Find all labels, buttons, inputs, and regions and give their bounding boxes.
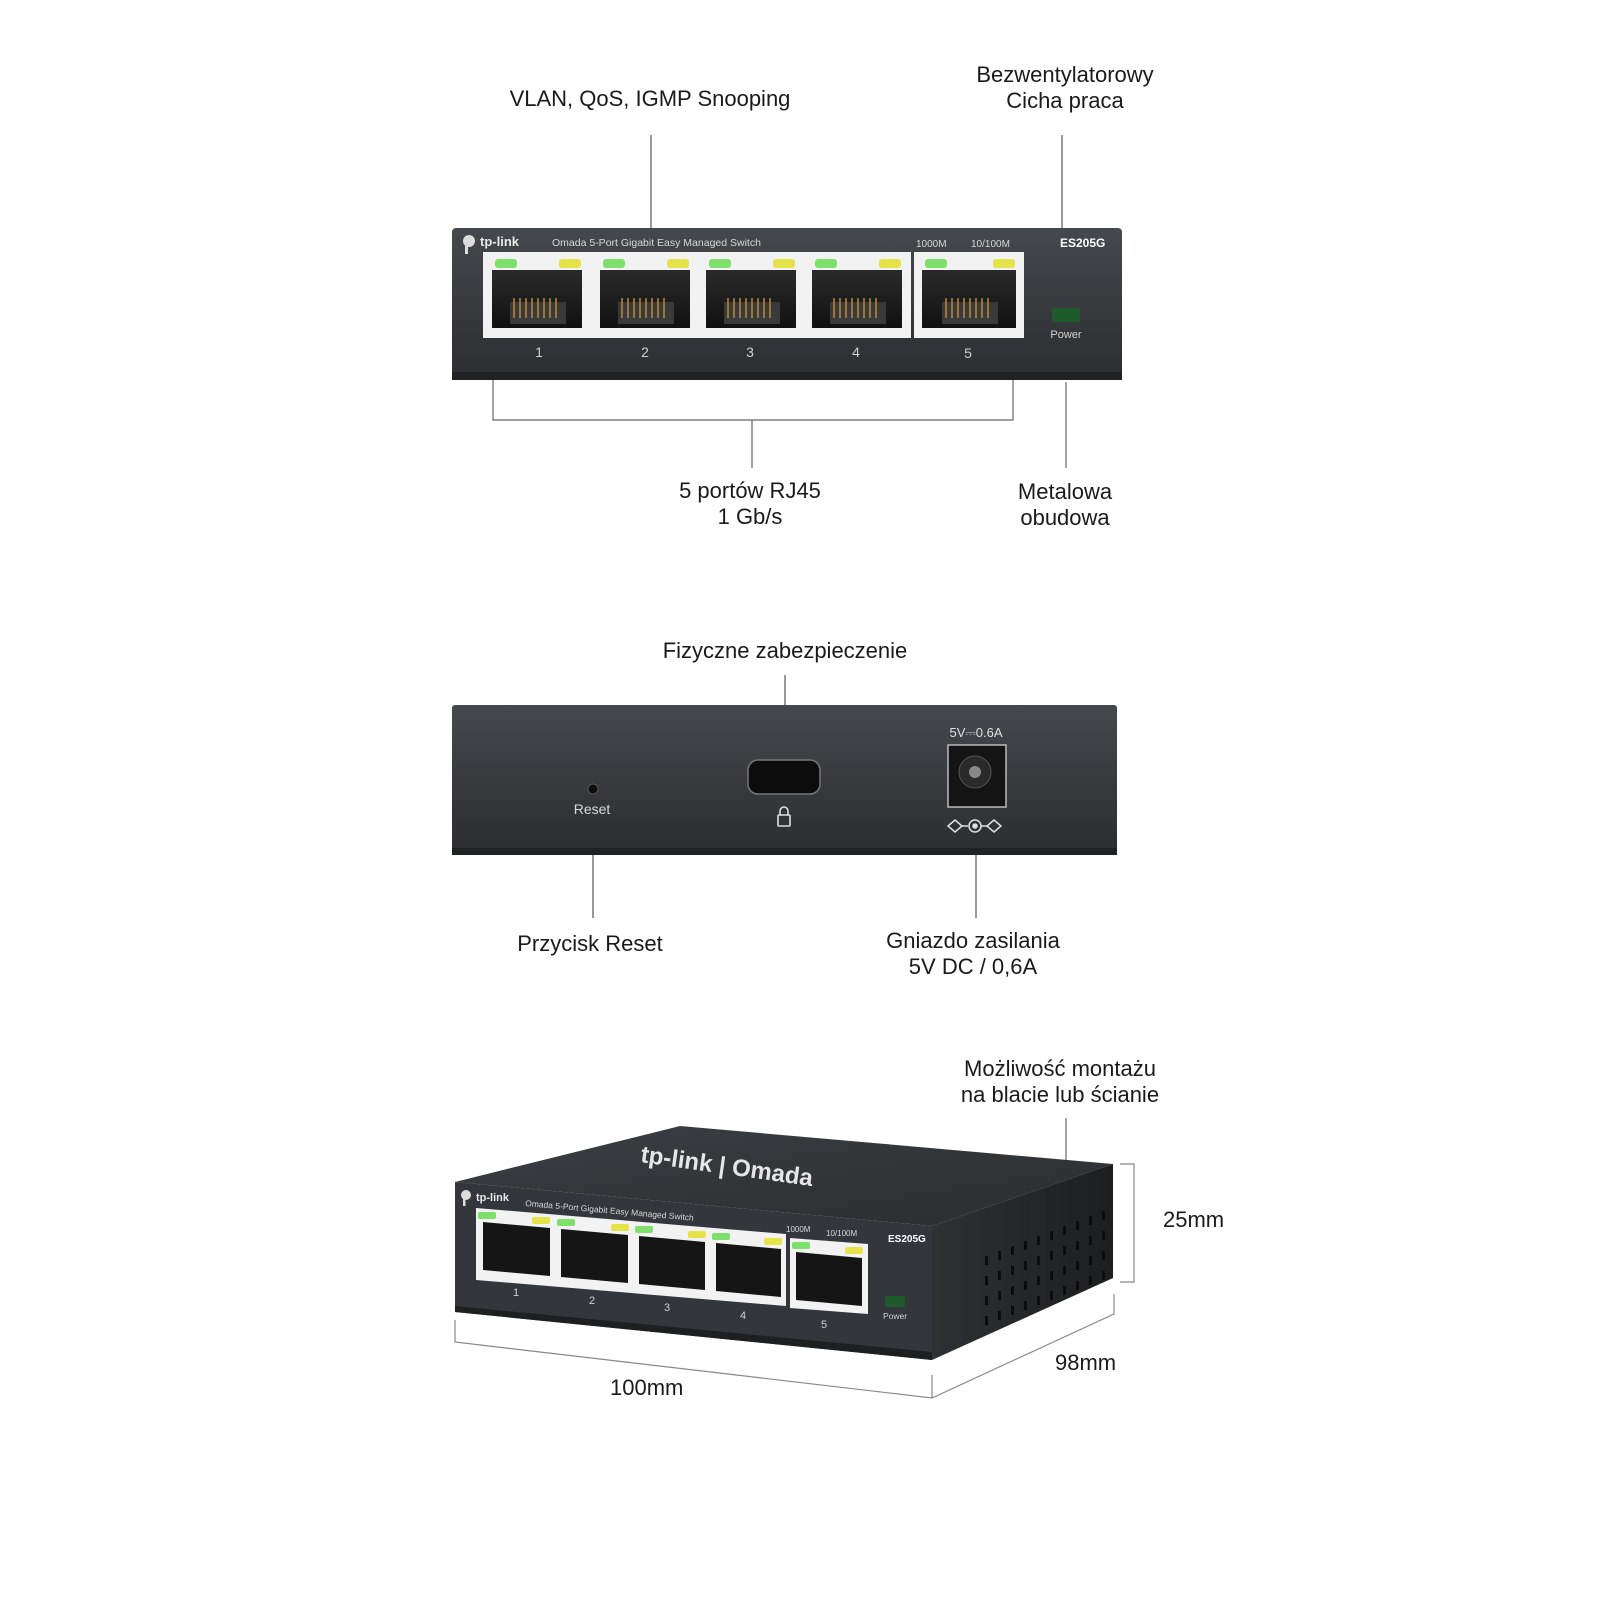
front-port-4[interactable] — [812, 259, 902, 328]
callout-lock: Fizyczne zabezpieczenie — [640, 638, 930, 664]
front-power-label: Power — [1050, 329, 1082, 341]
front-port-number-2: 2 — [641, 344, 649, 360]
callout-ports: 5 portów RJ45 1 Gb/s — [650, 478, 850, 530]
callout-power-line1: Gniazdo zasilania — [886, 928, 1060, 953]
perspective-power-led — [885, 1296, 905, 1307]
callout-lock-text: Fizyczne zabezpieczenie — [662, 638, 908, 663]
callout-fanless-line2: Cicha praca — [1006, 88, 1124, 113]
front-power-led — [1052, 308, 1080, 322]
kensington-lock-slot[interactable] — [747, 759, 821, 795]
callout-features-text: VLAN, QoS, IGMP Snooping — [509, 86, 791, 111]
perspective-port-number-2: 2 — [589, 1295, 595, 1307]
front-port-number-5: 5 — [964, 345, 972, 361]
front-port-5[interactable] — [922, 259, 1016, 328]
dimline-width — [454, 1320, 933, 1399]
rear-chassis — [452, 705, 1117, 855]
perspective-top-face — [455, 1126, 1113, 1226]
perspective-power-label: Power — [883, 1311, 907, 1321]
perspective-front-face — [455, 1182, 932, 1360]
front-tplink-logo-icon — [463, 235, 475, 254]
perspective-front-base — [455, 1306, 932, 1360]
front-port-number-1: 1 — [535, 344, 543, 360]
callout-reset: Przycisk Reset — [500, 931, 680, 957]
perspective-port-frame — [476, 1208, 786, 1306]
callout-power-jack: Gniazdo zasilania 5V DC / 0,6A — [868, 928, 1078, 980]
front-brand: tp-link — [480, 234, 520, 249]
perspective-model: ES205G — [888, 1234, 926, 1245]
front-speed-100: 10/100M — [971, 239, 1010, 250]
callout-metal-line1: Metalowa — [1017, 479, 1113, 504]
perspective-tplink-logo-icon — [461, 1190, 471, 1206]
reset-button[interactable] — [587, 783, 599, 795]
front-port-1[interactable] — [492, 259, 582, 328]
callout-metal: Metalowa obudowa — [990, 479, 1140, 531]
front-port-number-4: 4 — [852, 344, 860, 360]
perspective-top-logo: tp-link | Omada — [639, 1141, 815, 1192]
callout-reset-text: Przycisk Reset — [517, 931, 663, 956]
perspective-port-4[interactable] — [712, 1233, 782, 1297]
perspective-side-face — [932, 1164, 1113, 1360]
dimension-width: 100mm — [610, 1375, 684, 1400]
rear-reset-label: Reset — [574, 801, 611, 817]
front-port-number-3: 3 — [746, 344, 754, 360]
front-chassis-base — [452, 372, 1122, 380]
side-vent-holes — [985, 1211, 1105, 1325]
rear-chassis-base — [452, 848, 1117, 855]
perspective-port5-frame — [790, 1238, 868, 1314]
dimline-depth — [931, 1294, 1115, 1399]
perspective-port-number-4: 4 — [740, 1310, 746, 1322]
front-speed-1000: 1000M — [916, 239, 947, 250]
callout-mount-line1: Możliwość montażu — [964, 1056, 1156, 1081]
bracket-ports — [492, 366, 1014, 421]
callout-mount-line2: na blacie lub ścianie — [960, 1082, 1160, 1107]
callout-mount: Możliwość montażu na blacie lub ścianie — [945, 1056, 1175, 1108]
perspective-speed-100: 10/100M — [826, 1229, 857, 1238]
front-view-figure: tp-link Omada 5-Port Gigabit Easy Manage… — [452, 135, 1122, 468]
perspective-brand: tp-link — [476, 1192, 510, 1204]
callout-ports-line1: 5 portów RJ45 — [679, 478, 821, 503]
dimension-height: 25mm — [1163, 1207, 1225, 1232]
perspective-port-1[interactable] — [478, 1212, 550, 1276]
perspective-port-3[interactable] — [635, 1226, 706, 1290]
perspective-port-number-1: 1 — [513, 1287, 519, 1299]
callout-metal-line2: obudowa — [1020, 505, 1110, 530]
perspective-port-number-3: 3 — [664, 1302, 670, 1314]
dimline-height — [1120, 1163, 1135, 1283]
perspective-port-2[interactable] — [557, 1219, 629, 1283]
front-port-2[interactable] — [600, 259, 690, 328]
dc-power-jack[interactable] — [947, 744, 1007, 808]
perspective-product-line: Omada 5-Port Gigabit Easy Managed Switch — [525, 1198, 695, 1223]
dc-polarity-icon — [946, 819, 1003, 833]
perspective-port-5[interactable] — [792, 1242, 863, 1306]
callout-ports-line2: 1 Gb/s — [717, 504, 783, 529]
callout-fanless-line1: Bezwentylatorowy — [976, 62, 1154, 87]
front-model: ES205G — [1060, 236, 1105, 250]
rear-power-rating: 5V⎓0.6A — [949, 725, 1002, 740]
perspective-speed-1000: 1000M — [786, 1225, 811, 1234]
dimension-depth: 98mm — [1055, 1350, 1117, 1375]
callout-features: VLAN, QoS, IGMP Snooping — [500, 86, 800, 112]
perspective-port-number-5: 5 — [821, 1319, 827, 1331]
front-port-3[interactable] — [706, 259, 796, 328]
kensington-lock-icon — [777, 806, 791, 827]
callout-fanless: Bezwentylatorowy Cicha praca — [955, 62, 1175, 114]
front-product-line: Omada 5-Port Gigabit Easy Managed Switch — [552, 237, 761, 249]
callout-power-line2: 5V DC / 0,6A — [908, 954, 1038, 979]
